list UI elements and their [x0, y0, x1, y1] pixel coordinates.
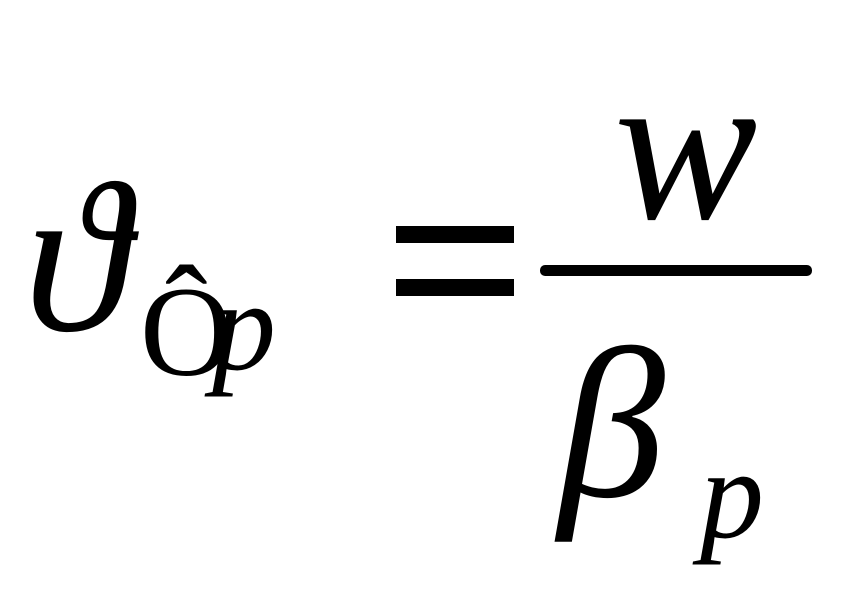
equals-bar-bottom [396, 279, 514, 296]
lhs-symbol: ϑ [24, 138, 130, 377]
lhs-subscript-2: p [212, 255, 276, 397]
equals-bar-top [396, 226, 514, 243]
denominator-symbol: β [558, 304, 666, 543]
lhs-subscript-1: Ô [140, 261, 233, 403]
denominator-subscript: p [700, 423, 764, 565]
fraction-bar [540, 265, 812, 276]
numerator: w [614, 26, 758, 265]
